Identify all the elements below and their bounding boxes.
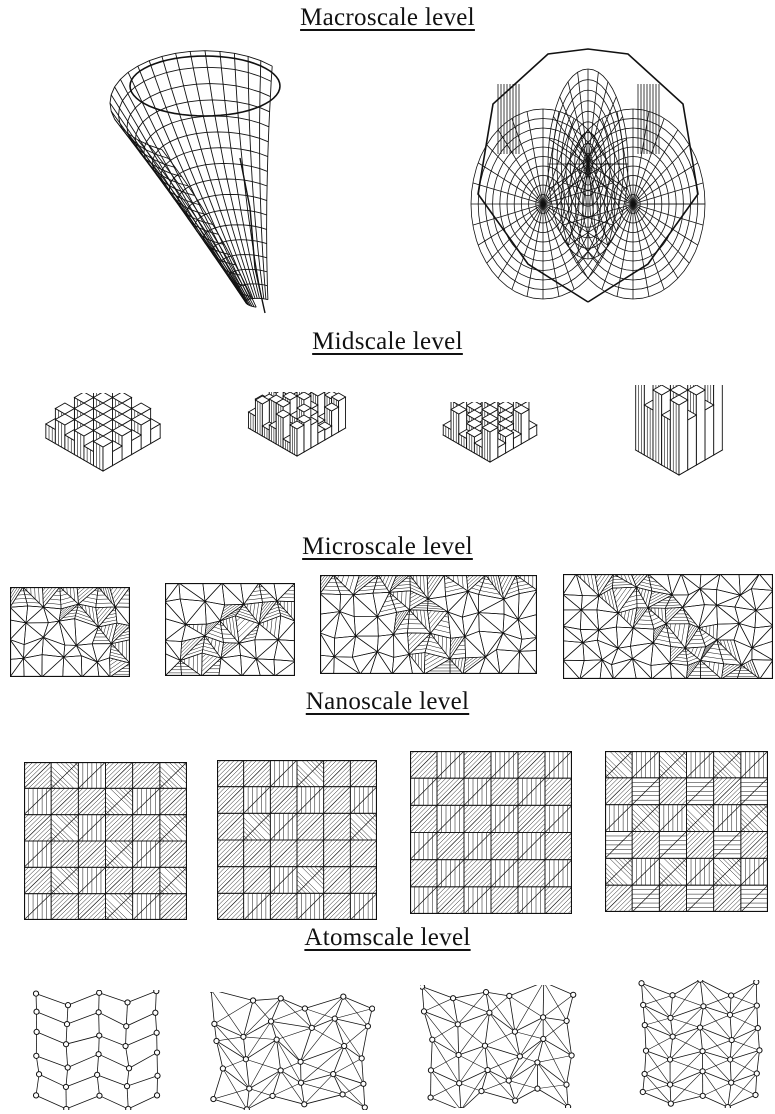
atomscale-title: Atomscale level (0, 924, 775, 952)
microscale-mesh-2 (165, 583, 295, 676)
midscale-lattice-1 (18, 393, 188, 521)
atomscale-lattice-4 (636, 980, 766, 1108)
midscale-lattice-3 (410, 402, 570, 495)
nanoscale-grid-3 (410, 751, 572, 914)
microscale-title: Microscale level (0, 533, 775, 561)
nanoscale-title: Nanoscale level (0, 688, 775, 716)
midscale-lattice-2 (217, 392, 377, 498)
atomscale-lattice-2 (210, 992, 375, 1110)
atomscale-lattice-3 (420, 985, 580, 1108)
macroscale-funnel-mesh (65, 48, 287, 320)
nanoscale-grid-4 (605, 751, 768, 912)
macroscale-shell-mesh (468, 44, 708, 304)
microscale-mesh-4 (563, 574, 773, 679)
microscale-mesh-1 (10, 587, 130, 677)
atomscale-lattice-1 (30, 990, 165, 1110)
nanoscale-grid-2 (217, 760, 377, 920)
nanoscale-grid-1 (24, 762, 187, 920)
midscale-lattice-4 (604, 385, 754, 511)
midscale-title: Midscale level (0, 328, 775, 356)
macroscale-title: Macroscale level (0, 4, 775, 32)
microscale-mesh-3 (320, 575, 537, 674)
